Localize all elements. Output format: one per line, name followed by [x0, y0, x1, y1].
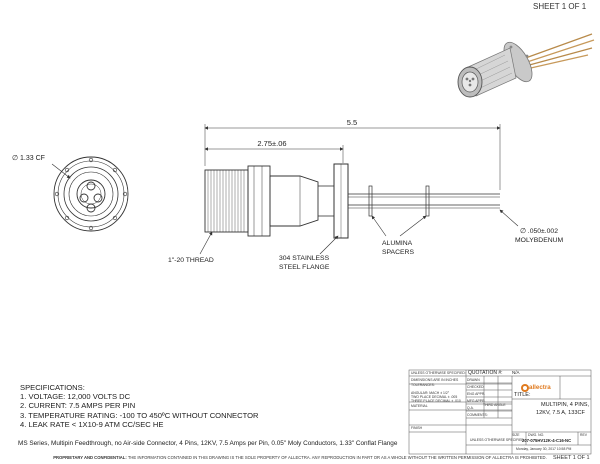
- tb-title-label: TITLE:: [514, 392, 531, 398]
- title-block-frame: [408, 369, 592, 455]
- pin-material-label: MOLYBDENUM: [515, 237, 564, 244]
- thread-label: 1"-20 THREAD: [168, 257, 214, 264]
- cf-diameter-label: ∅ 1.33 CF: [12, 155, 45, 162]
- flange-label-line1: 304 STAINLESS: [279, 255, 330, 262]
- tb-material: MATERIAL: [411, 404, 428, 408]
- tb-third-angle: THIRD ANGLE: [483, 403, 506, 407]
- tb-mfg-appr: MFG APPR.: [467, 399, 486, 403]
- tb-finish: FINISH: [411, 426, 423, 430]
- tb-rev: REV: [580, 433, 587, 437]
- footer-text: THE INFORMATION CONTAINED IN THIS DRAWIN…: [127, 455, 547, 460]
- flange-label-line2: STEEL FLANGE: [279, 264, 330, 271]
- tb-angular: ANGULAR: MACH ± 1/2°: [411, 391, 450, 395]
- tb-tolerances: TOLERANCES:: [411, 383, 435, 387]
- front-view: [51, 156, 129, 232]
- side-view: [199, 124, 519, 255]
- proprietary-footer: PROPRIETARY AND CONFIDENTIAL: THE INFORM…: [0, 455, 600, 460]
- sheet-label-bottom: SHEET 1 OF 1: [553, 455, 590, 461]
- footer-bold: PROPRIETARY AND CONFIDENTIAL:: [53, 455, 127, 460]
- tb-part-number: 207-075HV12K-4-C16-NC: [522, 438, 572, 443]
- tb-qa: Q.A.: [467, 406, 474, 410]
- spacers-label-line2: SPACERS: [382, 249, 414, 256]
- tb-na: N/A: [512, 370, 520, 375]
- tb-quotation: QUOTATION #:: [468, 370, 503, 376]
- spacers-label-line1: ALUMINA: [382, 240, 413, 247]
- body-length-label: 2.75±.06: [257, 139, 286, 148]
- spec-item: 2. CURRENT: 7.5 AMPS PER PIN: [20, 401, 136, 411]
- spec-item: 1. VOLTAGE: 12,000 VOLTS DC: [20, 392, 131, 402]
- part-description: MS Series, Multipin Feedthrough, no Air-…: [18, 440, 398, 447]
- spec-item: 4. LEAK RATE < 1X10-9 ATM CC/SEC HE: [20, 419, 164, 429]
- tb-unless: UNLESS OTHERWISE SPECIFIED:: [411, 371, 466, 375]
- isometric-render: [457, 33, 595, 98]
- tb-dwg-no: DWG. NO.: [528, 433, 545, 437]
- overall-length-label: 5.5: [347, 118, 357, 127]
- tb-dimensions: DIMENSIONS ARE IN INCHES: [411, 378, 459, 382]
- tb-scale: UNLESS OTHERWISE SPECIFIED: [470, 438, 524, 442]
- tb-size: SIZE: [512, 433, 520, 437]
- allectra-logo: allectra: [529, 384, 551, 391]
- specifications-title: SPECIFICATIONS:: [20, 383, 85, 392]
- spec-item: 3. TEMPERATURE RATING: -100 TO 450ºC WIT…: [20, 410, 259, 420]
- tb-checked: CHECKED: [467, 385, 484, 389]
- tb-title-line1: MULTIPIN, 4 PINS,: [541, 402, 590, 408]
- tb-date: Monday, January 30, 2017 10:58 PM: [516, 447, 572, 451]
- tb-two-place: TWO PLACE DECIMAL ± .005: [411, 395, 458, 399]
- tb-title-line2: 12KV, 7.5 A, 133CF: [536, 410, 585, 416]
- allectra-logo-mark: [521, 384, 529, 392]
- specifications: SPECIFICATIONS: 1. VOLTAGE: 12,000 VOLTS…: [20, 383, 259, 429]
- sheet-label-top: SHEET 1 OF 1: [533, 2, 587, 11]
- tb-eng-appr: ENG APPR.: [467, 392, 486, 396]
- tb-three-place: THREE PLACE DECIMAL ± .010: [411, 399, 461, 403]
- tb-comments: COMMENTS:: [467, 413, 488, 417]
- pin-diameter-label: ∅ .050±.002: [520, 228, 558, 235]
- tb-drawn: DRAWN: [467, 378, 480, 382]
